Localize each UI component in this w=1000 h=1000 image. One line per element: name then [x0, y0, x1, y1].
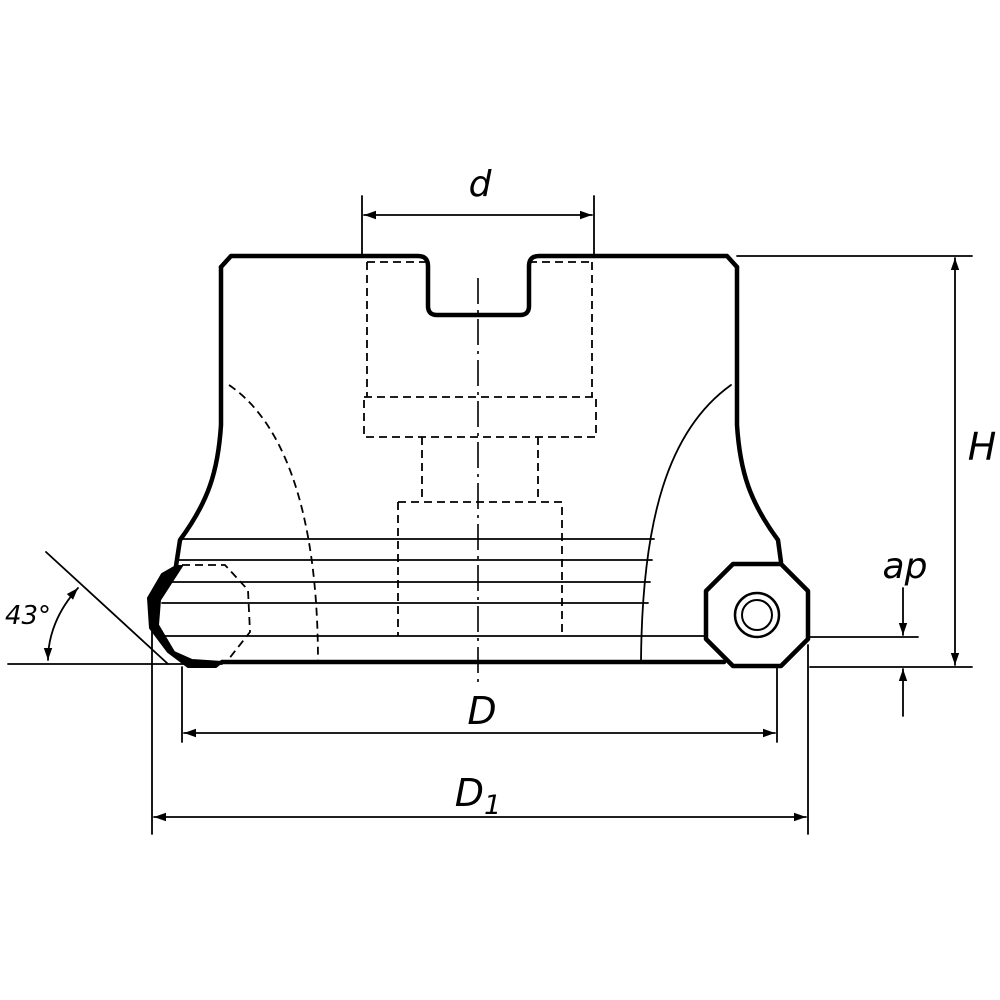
label-D1: D1 — [455, 771, 501, 821]
body-top-edge — [218, 253, 740, 318]
body-right-flank — [734, 264, 784, 565]
dimension-D1: D1 — [151, 629, 809, 835]
dimension-h: H — [736, 255, 997, 668]
label-d: d — [469, 164, 493, 205]
insert-edge-extension — [45, 551, 169, 665]
hidden-bore — [363, 261, 597, 636]
label-D1-subscript: 1 — [484, 790, 501, 821]
label-h: H — [968, 425, 997, 469]
label-angle: 43° — [5, 601, 51, 631]
body-section-lines — [159, 538, 707, 637]
right-insert — [703, 561, 811, 669]
angle-arc — [43, 587, 79, 661]
left-chip-pocket-hidden — [228, 384, 319, 663]
dimension-D: D — [181, 666, 778, 743]
right-chip-pocket-edge — [640, 384, 732, 663]
label-D: D — [467, 689, 496, 733]
insert-screw-inner — [741, 599, 773, 631]
insert-octagon — [703, 561, 811, 669]
left-insert — [147, 564, 251, 668]
lead-angle: 43° — [5, 551, 223, 665]
body-left-flank — [173, 264, 224, 569]
insert-screw-outer — [733, 591, 781, 639]
dimension-d: d — [361, 164, 595, 257]
dimension-ap: ap — [807, 546, 928, 717]
label-ap: ap — [883, 546, 928, 587]
